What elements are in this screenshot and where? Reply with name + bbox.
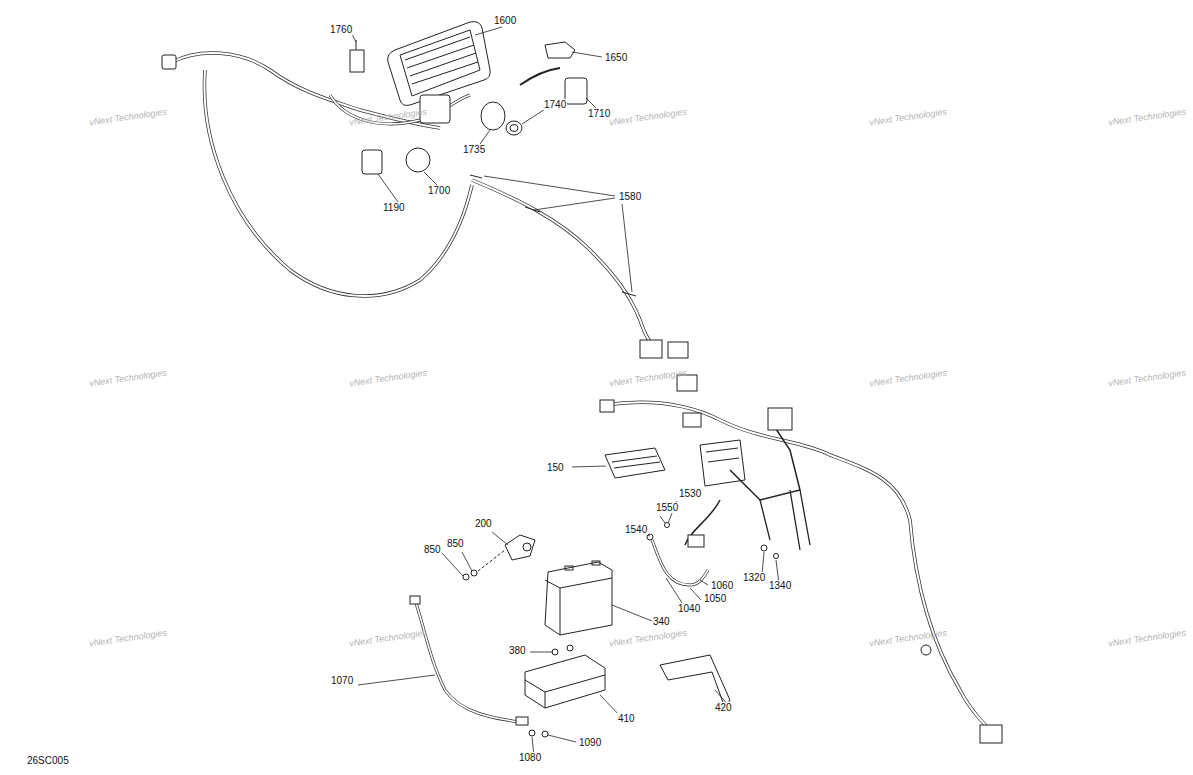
watermark: vNext Technologies <box>868 106 949 128</box>
watermark: vNext Technologies <box>608 367 689 389</box>
callout-number: 1040 <box>677 603 701 614</box>
watermark: vNext Technologies <box>88 627 169 649</box>
callout-number: 1070 <box>330 675 354 686</box>
callout-number: 1190 <box>382 202 406 213</box>
callout-number: 1320 <box>742 572 766 583</box>
callout-number: 1760 <box>329 24 353 35</box>
callout-number: 200 <box>474 518 493 529</box>
callout-number: 1340 <box>768 580 792 591</box>
callout-number: 1710 <box>587 108 611 119</box>
callout-number: 1080 <box>518 752 542 763</box>
callout-number: 1530 <box>678 488 702 499</box>
drawing-code: 26SC005 <box>26 755 70 766</box>
callout-number: 410 <box>617 713 636 724</box>
watermark: vNext Technologies <box>608 106 689 128</box>
watermark: vNext Technologies <box>348 627 429 649</box>
callout-number: 1060 <box>710 580 734 591</box>
callout-number: 1050 <box>703 593 727 604</box>
watermark: vNext Technologies <box>348 367 429 389</box>
callout-number: 1540 <box>624 524 648 535</box>
callout-number: 380 <box>508 645 527 656</box>
watermark: vNext Technologies <box>1107 367 1188 389</box>
callout-number: 1600 <box>493 15 517 26</box>
watermark: vNext Technologies <box>88 367 169 389</box>
callout-number: 850 <box>423 544 442 555</box>
watermark: vNext Technologies <box>1107 627 1188 649</box>
callout-number: 420 <box>714 702 733 713</box>
watermark: vNext Technologies <box>1107 106 1188 128</box>
watermark: vNext Technologies <box>868 367 949 389</box>
callout-number: 1700 <box>427 185 451 196</box>
callout-number: 1735 <box>462 144 486 155</box>
watermark: vNext Technologies <box>88 106 169 128</box>
callout-number: 1090 <box>578 737 602 748</box>
callout-number: 1580 <box>618 191 642 202</box>
callout-number: 1740 <box>543 99 567 110</box>
callout-number: 1650 <box>604 52 628 63</box>
callout-number: 1550 <box>655 502 679 513</box>
callout-number: 150 <box>546 462 565 473</box>
watermark: vNext Technologies <box>608 627 689 649</box>
callout-number: 340 <box>652 616 671 627</box>
callout-number: 850 <box>446 538 465 549</box>
